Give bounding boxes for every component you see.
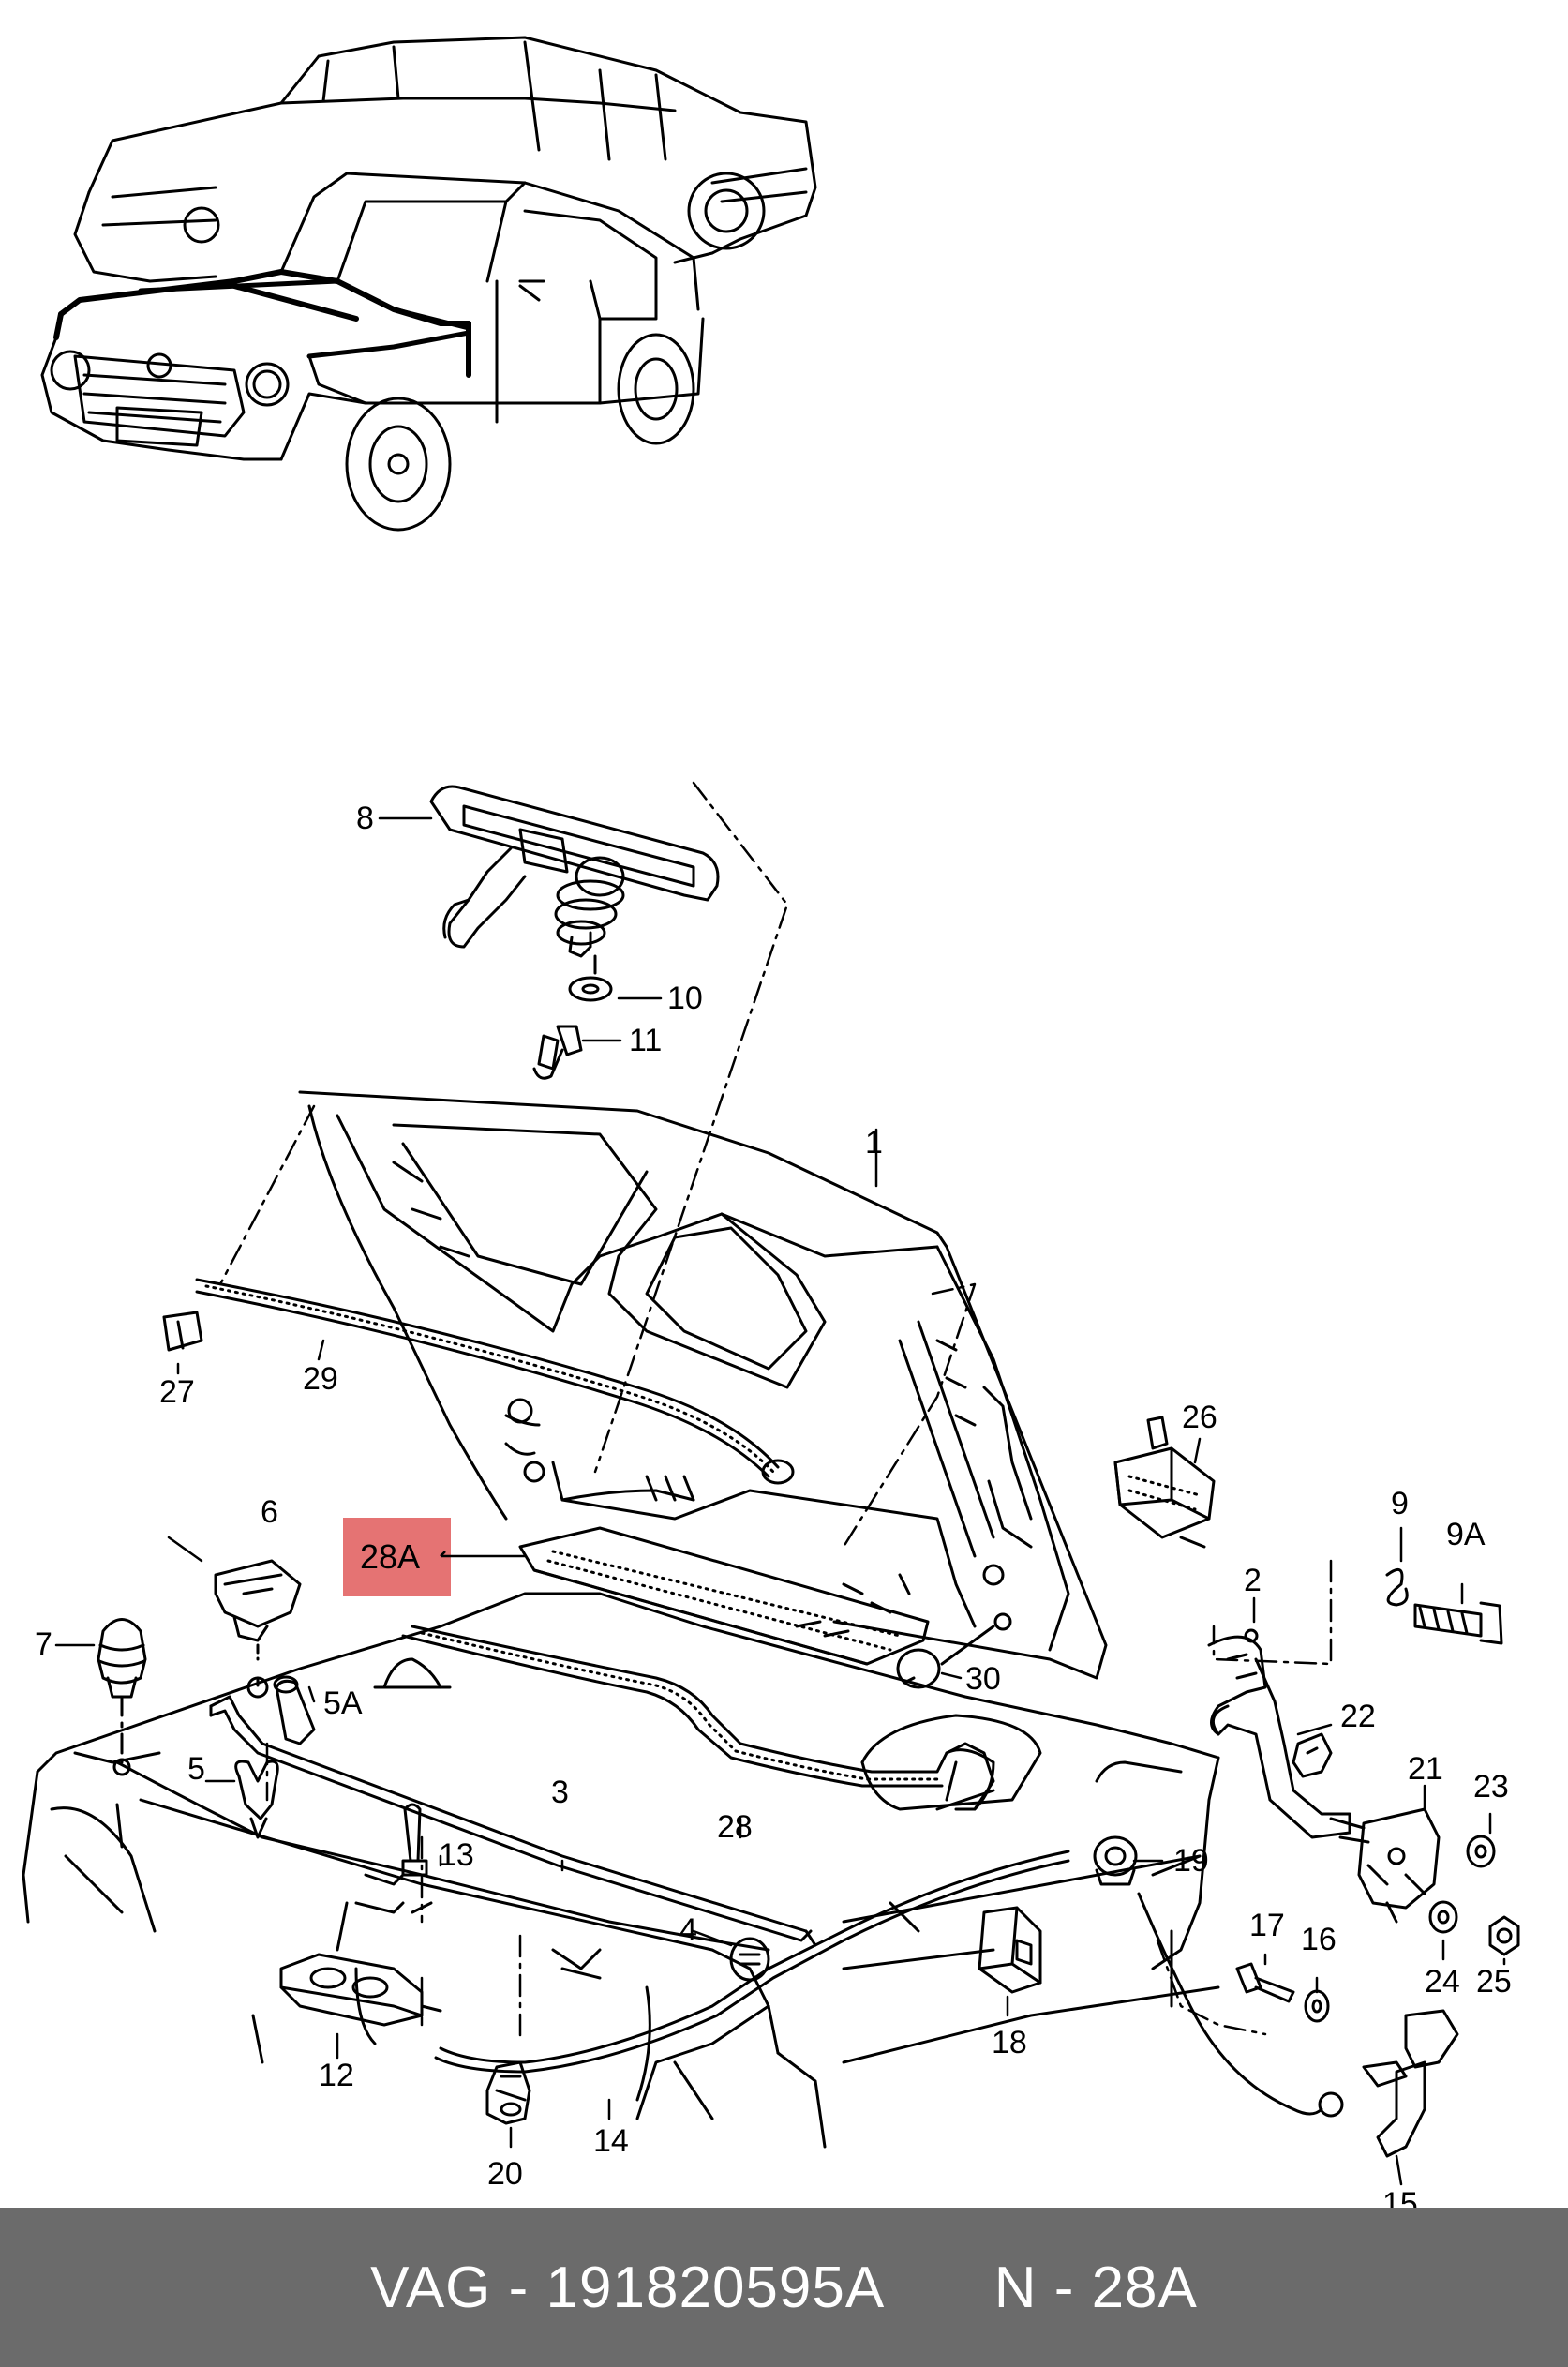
nut-25[interactable] xyxy=(1488,1915,1520,1956)
callout-18: 18 xyxy=(992,2025,1027,2060)
callout-16: 16 xyxy=(1301,1922,1337,1957)
leader-lines xyxy=(218,781,1333,2041)
seal-strip-28[interactable] xyxy=(401,1625,995,1811)
callout-4: 4 xyxy=(679,1912,697,1948)
callout-22: 22 xyxy=(1340,1699,1376,1734)
footer-ref-label: N - 28A xyxy=(993,2255,1198,2320)
pin-13[interactable] xyxy=(401,1803,428,1877)
footer-brand: VAG xyxy=(370,2255,492,2320)
callout-24: 24 xyxy=(1425,1964,1460,2000)
clip-5[interactable] xyxy=(234,1760,279,1839)
hinge-plate-21[interactable] xyxy=(1329,1807,1441,1924)
callout-3: 3 xyxy=(551,1775,569,1810)
callout-labels: 1 2 3 4 5 5A 6 7 8 9 9A 10 11 12 13 14 1… xyxy=(35,801,1512,2208)
callout-21: 21 xyxy=(1408,1751,1443,1787)
callout-25: 25 xyxy=(1476,1964,1512,2000)
clip-9[interactable] xyxy=(1385,1567,1409,1607)
callout-13: 13 xyxy=(439,1837,474,1873)
callout-8: 8 xyxy=(356,801,374,836)
callout-5a: 5A xyxy=(323,1685,363,1721)
callout-2: 2 xyxy=(1244,1563,1262,1598)
grommet-19[interactable] xyxy=(1093,1835,1138,1886)
callout-1: 1 xyxy=(865,1125,883,1161)
callout-28: 28 xyxy=(717,1809,753,1845)
footer-text: VAG - 191820595A N - 28A xyxy=(370,2255,1198,2321)
callout-19: 19 xyxy=(1173,1843,1209,1879)
buffer-7[interactable] xyxy=(97,1618,147,1776)
callout-6: 6 xyxy=(261,1494,278,1530)
bracket-22[interactable] xyxy=(1292,1732,1333,1778)
callout-10: 10 xyxy=(667,981,703,1016)
callout-14: 14 xyxy=(593,2123,629,2159)
washer-23[interactable] xyxy=(1466,1835,1496,1868)
footer-separator: - xyxy=(508,2255,530,2320)
callout-5: 5 xyxy=(187,1751,205,1787)
callout-27: 27 xyxy=(159,1374,195,1410)
washer-16[interactable] xyxy=(1304,1989,1330,2023)
callout-9a: 9A xyxy=(1446,1517,1486,1552)
release-handle-assembly[interactable] xyxy=(429,785,720,1080)
callout-7: 7 xyxy=(35,1626,52,1662)
engine-bay-body xyxy=(22,1592,1220,2149)
lock-12[interactable] xyxy=(279,1953,442,2027)
highlight-box-28a[interactable] xyxy=(343,1518,451,1596)
part-number-footer: VAG - 191820595A N - 28A xyxy=(0,2208,1568,2367)
plug-4[interactable] xyxy=(729,1937,770,1982)
seal-strip-29[interactable] xyxy=(162,1278,795,1485)
bolt-9a[interactable] xyxy=(1413,1601,1503,1645)
screw-17[interactable] xyxy=(1235,1962,1295,2003)
washer-24[interactable] xyxy=(1428,1900,1458,1934)
callout-11: 11 xyxy=(629,1023,662,1058)
car-illustration-front[interactable] xyxy=(40,172,705,532)
callout-17: 17 xyxy=(1249,1908,1285,1943)
callout-15: 15 xyxy=(1382,2186,1418,2208)
callout-28a: 28A xyxy=(360,1537,420,1576)
callout-leaders xyxy=(54,816,1506,2186)
rod-bush-5a[interactable] xyxy=(273,1675,316,1745)
hood-panel[interactable] xyxy=(298,1090,1108,1680)
support-6[interactable] xyxy=(214,1559,302,1699)
callout-20: 20 xyxy=(487,2156,523,2192)
callout-23: 23 xyxy=(1473,1769,1509,1805)
callout-30: 30 xyxy=(965,1661,1001,1697)
car-illustration-rear xyxy=(73,36,817,283)
footer-part-number: 191820595A xyxy=(545,2255,886,2320)
stay-rod-3[interactable] xyxy=(209,1695,817,1947)
hinge-2[interactable] xyxy=(1207,1628,1351,1839)
release-cable-14[interactable] xyxy=(434,1850,1344,2118)
parts-diagram: 1 2 3 4 5 5A 6 7 8 9 9A 10 11 12 13 14 1… xyxy=(22,36,1520,2208)
callout-12: 12 xyxy=(319,2058,354,2093)
callout-29: 29 xyxy=(303,1361,338,1397)
pad-26[interactable] xyxy=(1113,1416,1216,1549)
lock-15[interactable] xyxy=(1362,2009,1459,2158)
callout-9: 9 xyxy=(1391,1486,1409,1521)
holder-18[interactable] xyxy=(978,1906,1042,1994)
callout-26: 26 xyxy=(1182,1400,1217,1435)
seal-strip-28a[interactable] xyxy=(518,1526,930,1666)
clip-20[interactable] xyxy=(485,2060,531,2125)
